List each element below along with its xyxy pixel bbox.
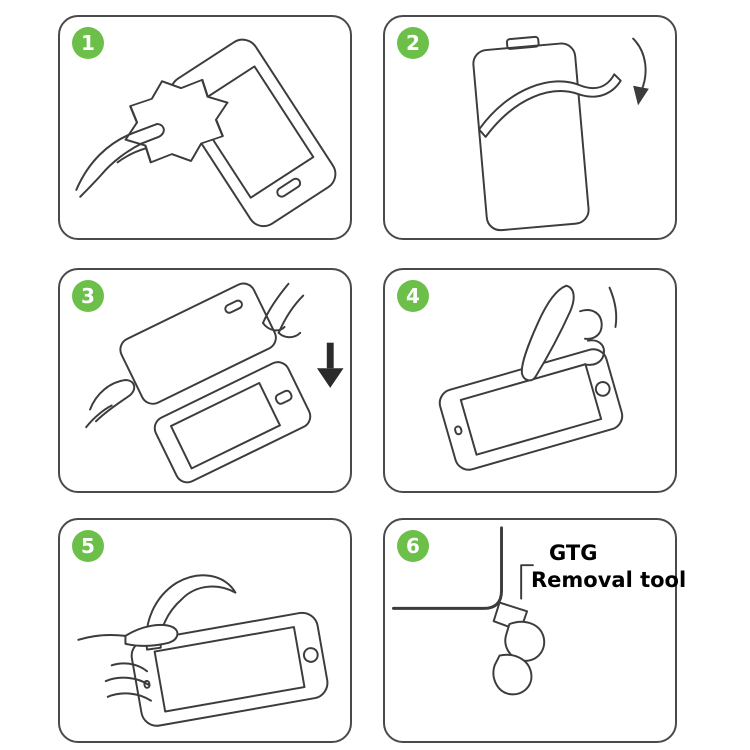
home-button [594, 381, 611, 397]
step-number: 2 [406, 31, 420, 55]
curled-finger-2 [584, 339, 605, 366]
finger-3 [106, 692, 152, 702]
phone-body [169, 38, 337, 228]
protector-body [119, 282, 277, 405]
protector-cutout [224, 299, 243, 314]
step-panel-6: 6 GTG Removal tool [383, 518, 686, 743]
hand-icon [75, 123, 165, 198]
finger-bottom [79, 142, 143, 198]
earpiece [454, 425, 463, 436]
removal-tool-label-line2: Removal tool [531, 568, 687, 592]
thumb [504, 620, 546, 662]
finger-tip [140, 123, 165, 145]
finger-1 [110, 662, 149, 673]
phone-body [438, 348, 624, 471]
home-slot [274, 389, 293, 405]
step-panel-1: 1 [58, 15, 352, 240]
step-number: 5 [81, 534, 95, 558]
smooth-film-illustration [77, 574, 329, 727]
cleaning-cloth-icon [124, 78, 229, 164]
phone-icon [169, 38, 337, 228]
finger-tip-2 [277, 331, 302, 339]
arrow-down-icon [316, 342, 344, 388]
phone-body [130, 611, 329, 727]
removal-tool-label-line1: GTG [549, 541, 598, 565]
step-panel-5: 5 [58, 518, 352, 743]
phone-body [153, 361, 312, 484]
step-number: 1 [81, 31, 95, 55]
step-number: 6 [406, 534, 420, 558]
palm-line [85, 404, 113, 429]
step-number: 3 [81, 284, 95, 308]
tool-and-hand-icon [492, 601, 546, 696]
phone-icon [438, 348, 624, 471]
label-pointer-line [520, 564, 534, 600]
right-hand-icon [261, 282, 305, 339]
phone-icon [130, 611, 329, 727]
align-protector-illustration [85, 282, 344, 484]
left-hand-icon [85, 379, 136, 429]
step-number: 4 [406, 284, 420, 308]
phone-screen [190, 65, 315, 199]
peeling-film [478, 73, 622, 138]
finger [492, 653, 533, 696]
screen-corner-line [391, 526, 503, 610]
finger-top [75, 123, 158, 191]
clean-screen-illustration [75, 38, 337, 228]
thumb-line [116, 147, 147, 164]
protector-icon [119, 282, 277, 405]
phone-screen [153, 626, 306, 713]
curved-arrow-down-icon [632, 37, 649, 106]
earpiece [143, 679, 151, 689]
step-panel-2: 2 [383, 15, 677, 240]
step-panel-3: 3 [58, 268, 352, 493]
removal-tool-illustration [391, 526, 546, 696]
arrow-stem [326, 342, 334, 369]
finger-2 [104, 676, 150, 686]
curled-finger-1 [579, 309, 603, 340]
protector-icon [472, 35, 622, 232]
thumb [124, 624, 179, 647]
arrow-head [633, 85, 649, 106]
protector-body [472, 42, 590, 232]
step-number-badge: 4 [397, 280, 429, 312]
hand-icon [77, 624, 179, 702]
protector-tab [505, 35, 540, 50]
arrow-curve [632, 37, 647, 93]
step-number-badge: 2 [397, 27, 429, 59]
arrow-head [316, 368, 344, 388]
home-slot [276, 177, 302, 198]
phone-screen [169, 381, 281, 470]
step-number-badge: 5 [72, 530, 104, 562]
thumb [89, 379, 136, 423]
wrist-line [608, 286, 618, 328]
pressing-hand-icon [520, 284, 618, 382]
press-screen-illustration [438, 284, 624, 471]
step-number-badge: 1 [72, 27, 104, 59]
finger-1 [261, 282, 290, 325]
finger-2 [277, 294, 305, 334]
step-panel-4: 4 [383, 268, 677, 493]
film-curl [145, 574, 237, 651]
removal-tool-label: GTG Removal tool [531, 540, 686, 594]
phone-screen [459, 363, 603, 456]
index-finger [520, 284, 575, 382]
phone-icon [153, 361, 312, 484]
arm-line [77, 634, 127, 641]
peel-film-illustration [472, 35, 649, 232]
finger-tip-1 [261, 322, 286, 332]
step-number-badge: 6 [397, 530, 429, 562]
cloth-shape [124, 78, 229, 164]
home-button [302, 647, 319, 663]
step-number-badge: 3 [72, 280, 104, 312]
